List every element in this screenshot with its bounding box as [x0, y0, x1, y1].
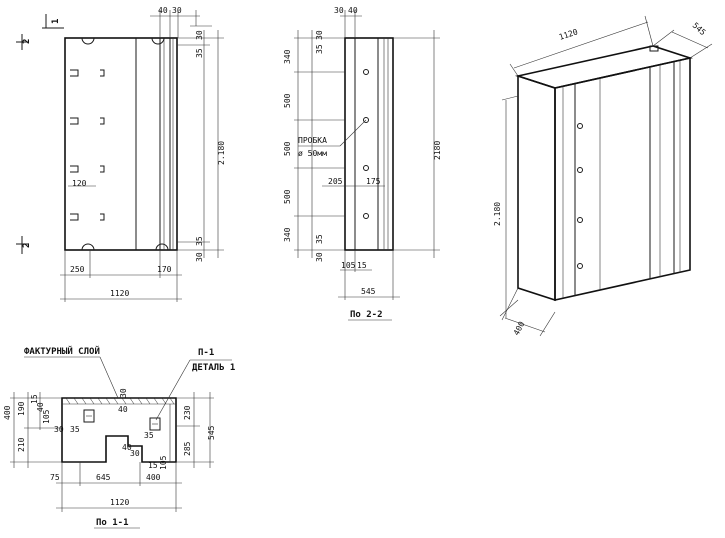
plan-inner-dim-30-a: 30	[54, 425, 64, 434]
section-mark-2-bottom: 2	[22, 243, 32, 248]
detail-label: ДЕТАЛЬ 1	[192, 363, 235, 373]
side-left-dim-340-top: 340	[283, 49, 292, 64]
plan-overall-width: 1120	[110, 498, 129, 507]
plan-inner-dim-35-b: 35	[144, 431, 154, 440]
side-top-dim-30: 30	[334, 6, 344, 15]
plan-bottom-dim-645: 645	[96, 473, 111, 482]
side-left-dim-500-1: 500	[283, 93, 292, 108]
plan-right-dim-230: 230	[183, 405, 192, 420]
embed-detail-left	[83, 409, 95, 423]
plug-size: ø 50мм	[298, 149, 327, 158]
lifting-loop-icon	[151, 37, 165, 45]
front-top-dim-30: 30	[172, 6, 182, 15]
embed-detail-right	[149, 417, 161, 431]
front-inner-dim: 120	[72, 179, 87, 188]
plan-outline	[61, 397, 177, 463]
front-top-dim-40: 40	[158, 6, 168, 15]
front-right-dim-35-top: 35	[195, 48, 204, 58]
front-overall-width: 1120	[110, 289, 129, 298]
plan-inner-dim-15: 15	[148, 461, 158, 470]
iso-side-face	[517, 74, 556, 302]
side-left-dim-500-3: 500	[283, 189, 292, 204]
side-left-dim-340-bottom: 340	[283, 227, 292, 242]
plan-left-dim-400: 400	[3, 405, 12, 420]
plan-inner-dim-35-a: 35	[70, 425, 80, 434]
plan-inner-dim-40-b: 40	[122, 443, 132, 452]
isometric-view: 1120 545 2.180 400	[493, 15, 713, 337]
side-left-dim-30-top: 30	[315, 30, 324, 40]
plan-left-dim-190: 190	[17, 401, 26, 416]
plan-right-dim-545: 545	[207, 425, 216, 440]
side-caption: По 2-2	[350, 310, 383, 320]
plan-inner-dim-30-b: 30	[119, 388, 128, 398]
plan-inner-dim-105: 105	[159, 455, 168, 470]
side-overall-width: 545	[361, 287, 376, 296]
front-elevation: 2 2 1 40 30 30 35 2.180 35	[16, 6, 226, 302]
side-top-dim-40: 40	[348, 6, 358, 15]
iso-top-detail-b	[649, 45, 659, 52]
section-mark-1: 1	[51, 19, 61, 24]
plan-inner-dim-30-c: 30	[130, 449, 140, 458]
lifting-loop-icon	[81, 243, 95, 251]
plan-left-small-15: 15	[30, 394, 39, 404]
iso-plug-holes	[577, 123, 583, 269]
iso-width-dim: 1120	[558, 27, 579, 42]
side-left-dim-30-bottom: 30	[315, 252, 324, 262]
lifting-loop-icon	[155, 243, 169, 251]
plan-left-small-105: 105	[42, 409, 51, 424]
plan-inner-dim-40-a: 40	[118, 405, 128, 414]
front-bottom-dim-250: 250	[70, 265, 85, 274]
iso-height-dim: 2.180	[493, 202, 502, 226]
iso-depth-top-dim: 545	[691, 21, 708, 37]
side-mid-dim-175: 175	[366, 177, 381, 186]
side-section: 30 40 340 35 30 500 500 500 340 35 30 21…	[283, 6, 442, 321]
section-mark-2-top: 2	[22, 39, 32, 44]
side-left-dim-500-2: 500	[283, 141, 292, 156]
plan-right-dim-285: 285	[183, 441, 192, 456]
side-mid-dim-205: 205	[328, 177, 343, 186]
side-left-dim-35-top: 35	[315, 44, 324, 54]
front-right-dim-30-bottom: 30	[195, 252, 204, 262]
plug-label: ПРОБКА	[298, 136, 327, 145]
front-right-dim-35-bottom: 35	[195, 236, 204, 246]
front-right-dim-30-top: 30	[195, 30, 204, 40]
front-panel-outline	[64, 37, 178, 251]
plan-left-dim-210: 210	[17, 437, 26, 452]
plan-section: 400 190 210 15 40 105 230 285 545 30 35 …	[3, 345, 235, 529]
side-height-dim: 2180	[433, 141, 442, 160]
side-panel-outline	[344, 37, 394, 251]
iso-top-face	[514, 45, 694, 89]
plug-holes	[363, 69, 369, 219]
side-left-dim-35-bottom: 35	[315, 234, 324, 244]
iso-depth-dim: 400	[512, 320, 527, 337]
plan-caption: По 1-1	[96, 518, 129, 528]
plan-bottom-dim-400: 400	[146, 473, 161, 482]
front-bottom-dim-170: 170	[157, 265, 172, 274]
side-bottom-dim-105: 105	[341, 261, 356, 270]
finish-layer-label: ФАКТУРНЫЙ СЛОЙ	[24, 345, 100, 357]
part-label: П-1	[198, 348, 214, 358]
side-bottom-dim-15: 15	[357, 261, 367, 270]
front-height-dim: 2.180	[217, 141, 226, 165]
lifting-loop-icon	[81, 37, 95, 45]
plan-left-small-40: 40	[36, 402, 45, 412]
plan-bottom-dim-75: 75	[50, 473, 60, 482]
